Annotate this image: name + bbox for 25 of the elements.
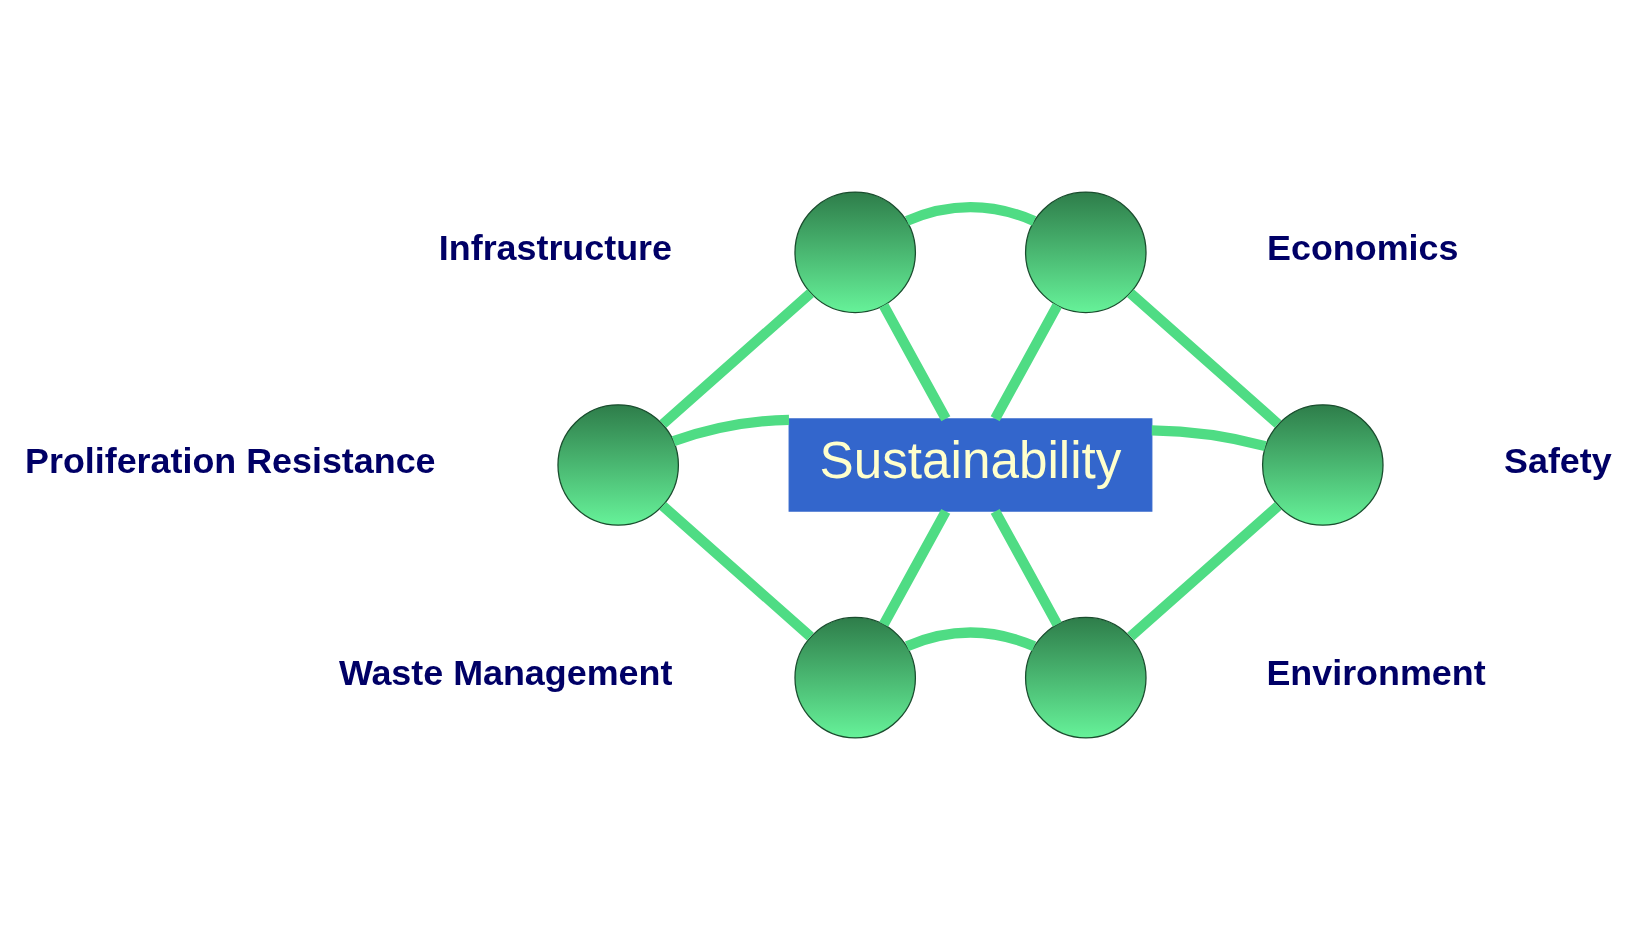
connector	[878, 508, 950, 627]
connector	[990, 303, 1062, 422]
node-label: Waste Management	[338, 653, 672, 694]
node-label: Economics	[1266, 227, 1458, 268]
connector	[990, 508, 1062, 627]
node-box: Sustainability	[788, 418, 1152, 512]
connector	[658, 501, 814, 641]
connector	[1126, 501, 1282, 641]
node-circle	[793, 616, 916, 739]
connector	[1126, 289, 1281, 428]
connector	[878, 303, 950, 422]
connector	[659, 289, 814, 428]
node-circle	[556, 404, 679, 526]
connector	[671, 414, 789, 446]
node-circle	[1024, 191, 1147, 314]
node-circle	[1024, 616, 1147, 739]
node-label: Infrastructure	[438, 227, 672, 268]
connector	[904, 627, 1036, 651]
connector	[904, 202, 1036, 226]
node-label: Safety	[1503, 440, 1612, 481]
node-label: Proliferation Resistance	[24, 440, 436, 481]
node-circle	[1261, 404, 1384, 526]
connector	[1151, 425, 1267, 452]
node-label: Environment	[1265, 653, 1486, 694]
node-circle	[793, 191, 916, 314]
